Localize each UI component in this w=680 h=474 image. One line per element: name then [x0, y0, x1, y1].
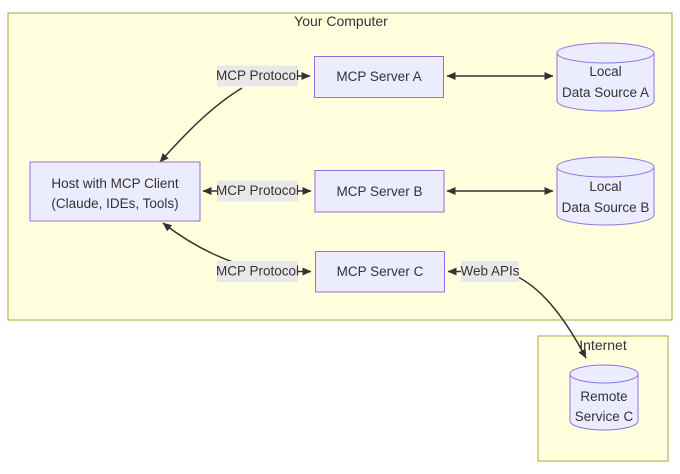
edge-label-mcp-protocol-c: MCP Protocol: [216, 261, 299, 282]
edge-label-mcp-protocol-a: MCP Protocol: [216, 65, 299, 87]
remote-service-c-label-line2: Service C: [575, 409, 634, 424]
remote-service-c-label-line1: Remote: [580, 389, 627, 404]
local-data-source-a-cylinder: Local Data Source A: [556, 42, 655, 112]
data-source-b-label-line2: Data Source B: [562, 200, 650, 215]
edge-label-text: MCP Protocol: [216, 183, 299, 198]
mcp-server-b-label: MCP Server B: [336, 184, 422, 199]
edge-label-text: Web APIs: [460, 264, 519, 279]
edge-label-mcp-protocol-b: MCP Protocol: [216, 180, 299, 202]
host-node: Host with MCP Client (Claude, IDEs, Tool…: [29, 161, 201, 222]
data-source-a-label-line2: Data Source A: [562, 85, 649, 100]
data-source-b-label-line1: Local: [589, 179, 621, 194]
edge-host-to-server-a-curve: [159, 87, 243, 163]
data-source-a-label-line1: Local: [589, 64, 621, 79]
mcp-server-a-label: MCP Server A: [336, 69, 421, 84]
mcp-server-a-node: MCP Server A: [314, 56, 444, 98]
your-computer-cluster-title: Your Computer: [294, 13, 388, 29]
mcp-server-c-node: MCP Server C: [315, 251, 445, 293]
edge-web-apis-to-remote-service: [517, 276, 587, 359]
mcp-server-b-node: MCP Server B: [314, 170, 445, 213]
host-label-line1: Host with MCP Client: [51, 176, 179, 191]
remote-service-c-cylinder: Remote Service C: [569, 364, 639, 431]
local-data-source-b-cylinder: Local Data Source B: [556, 156, 655, 226]
mcp-server-c-label: MCP Server C: [337, 264, 424, 279]
internet-cluster-title: Internet: [579, 337, 627, 353]
edge-label-text: MCP Protocol: [216, 68, 299, 83]
host-label-line2: (Claude, IDEs, Tools): [51, 196, 178, 211]
edge-label-text: MCP Protocol: [216, 264, 299, 279]
edge-label-web-apis: Web APIs: [460, 261, 520, 282]
